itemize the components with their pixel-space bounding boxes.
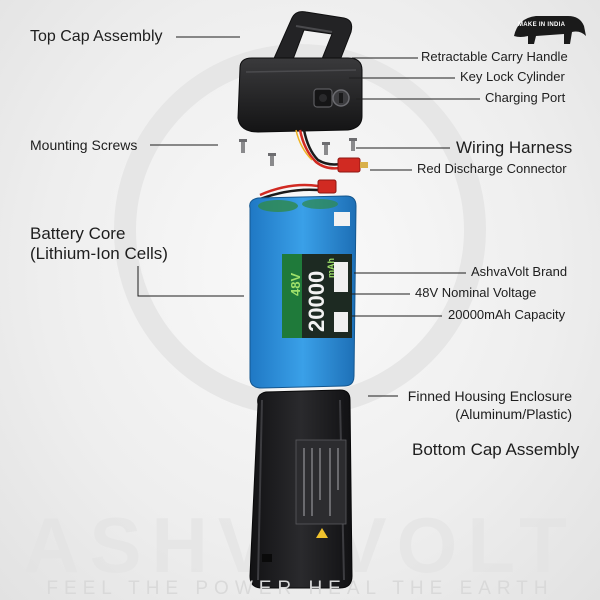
label-mounting-screws: Mounting Screws — [30, 137, 138, 153]
cap-body — [237, 57, 363, 133]
label-nominal-voltage: 48V Nominal Voltage — [415, 285, 537, 300]
red-discharge-connector — [337, 157, 361, 173]
label-bottom-cap: Bottom Cap Assembly — [412, 440, 580, 459]
label-battery-core: Battery Core — [30, 224, 126, 243]
lion-logo-icon — [514, 16, 586, 44]
label-battery-core-sub: (Lithium-Ion Cells) — [30, 244, 168, 263]
wiring-harness — [259, 129, 368, 201]
tagline-watermark: FEEL THE POWER HEAL THE EARTH — [46, 578, 554, 599]
label-top-cap-assembly: Top Cap Assembly — [30, 28, 163, 45]
label-discharge-connector: Red Discharge Connector — [417, 161, 567, 176]
label-housing: Finned Housing Enclosure — [407, 388, 572, 404]
mounting-screws — [239, 138, 357, 166]
top-cap-assembly — [237, 11, 363, 133]
finned-housing — [249, 389, 353, 589]
label-brand: AshvaVolt Brand — [471, 264, 568, 279]
label-housing-material: (Aluminum/Plastic) — [455, 406, 572, 422]
callout-lines — [137, 36, 480, 397]
label-carry-handle: Retractable Carry Handle — [421, 49, 568, 64]
battery-print-capacity: 20000 — [304, 270, 329, 332]
label-charging-port: Charging Port — [485, 90, 566, 105]
battery-print-unit: mAh — [326, 258, 336, 278]
battery-print-voltage: 48V — [288, 272, 303, 296]
label-capacity: 20000mAh Capacity — [448, 307, 566, 322]
battery-core — [249, 195, 357, 389]
label-key-lock: Key Lock Cylinder — [460, 69, 565, 84]
make-in-india-text: MAKE IN INDIA — [518, 22, 566, 28]
make-in-india-badge: MAKE IN INDIA — [510, 6, 590, 50]
label-wiring-harness: Wiring Harness — [456, 138, 573, 157]
